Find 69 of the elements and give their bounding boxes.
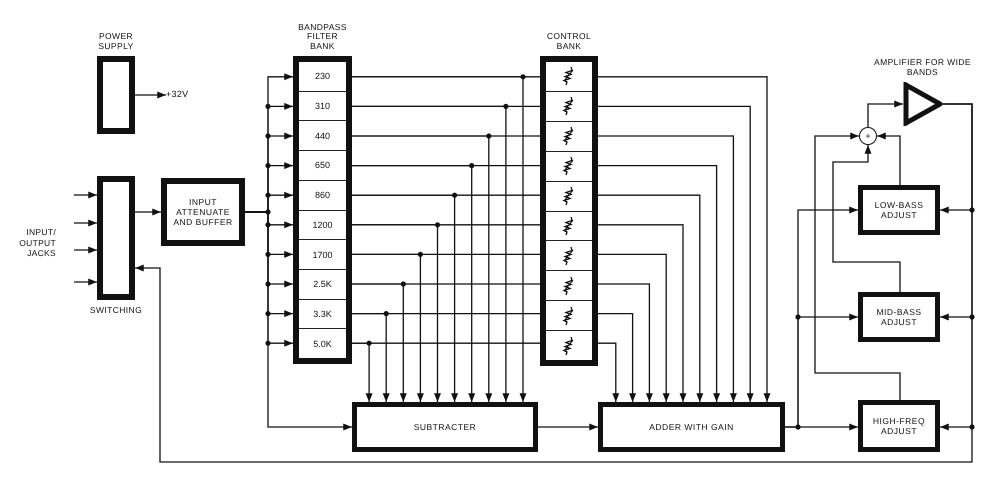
band-frequency: 5.0K (313, 338, 332, 349)
arrow (598, 342, 620, 402)
arrow (74, 192, 97, 198)
arrow (135, 92, 166, 98)
arrow (598, 135, 737, 402)
band-frequency: 860 (314, 190, 330, 200)
band-frequency: 440 (314, 130, 330, 141)
block-heading: POWER SUPPLY (97, 32, 135, 52)
band-frequency: 230 (314, 71, 330, 82)
arrow (352, 76, 526, 402)
arrow (598, 224, 686, 402)
voltage-label: +32V (166, 89, 188, 99)
process-box (598, 402, 785, 452)
arrow (352, 135, 492, 402)
arrow (352, 164, 476, 402)
arrow (598, 194, 704, 402)
block-heading: SWITCHING (90, 306, 142, 316)
arrow (598, 76, 770, 402)
band-frequency: 650 (314, 160, 330, 170)
jacks-label: INPUT/ OUTPUT JACKS (18, 227, 56, 259)
band-frequency: 3.3K (313, 308, 332, 319)
block-label: MID-BASS ADJUST (875, 306, 923, 328)
arrow (598, 164, 720, 402)
bank-cell (546, 182, 592, 212)
arrow (814, 132, 901, 400)
block-heading: CONTROL BANK (546, 32, 592, 52)
arrow (352, 106, 510, 402)
bank-cell (546, 152, 592, 182)
process-box (858, 292, 940, 342)
arrow (352, 224, 441, 402)
bank-cell (299, 300, 346, 330)
band-frequency: 1200 (312, 220, 333, 230)
arrow (352, 342, 373, 402)
arrow (74, 246, 97, 254)
bank-cell (546, 212, 592, 242)
summing-junction: + (859, 127, 877, 145)
arrow (74, 278, 97, 286)
arrow (877, 132, 901, 185)
block-label: ADDER WITH GAIN (648, 422, 735, 432)
arrow (867, 100, 903, 127)
block-label: INPUT ATTENUATE AND BUFFER (172, 196, 234, 228)
block-label: LOW-BASS ADJUST (874, 200, 924, 220)
block-label: HIGH-FREQ ADJUST (872, 416, 926, 436)
band-frequency: 2.5K (313, 279, 332, 290)
arrow (785, 424, 858, 430)
arrow (74, 220, 97, 226)
arrow (598, 283, 653, 402)
process-box (161, 178, 245, 246)
process-box (352, 402, 538, 452)
block-heading: BANDPASS FILTER BANK (297, 22, 348, 52)
block-label: SUBTRACTER (412, 422, 478, 432)
process-box (858, 185, 940, 235)
process-box (858, 400, 940, 452)
band-frequency: 310 (314, 101, 330, 112)
arrow (135, 208, 161, 216)
bank-cell (299, 92, 346, 122)
bank-cell (299, 210, 346, 240)
arrow (832, 145, 901, 292)
arrow (598, 106, 754, 402)
band-frequency: 1700 (312, 250, 333, 260)
arrow (352, 254, 424, 402)
block-heading: AMPLIFIER FOR WIDE BANDS (873, 58, 972, 78)
arrow (135, 103, 973, 463)
arrow (352, 194, 458, 402)
arrow (598, 254, 670, 402)
arrow (538, 424, 598, 430)
arrow (352, 283, 407, 402)
arrow (598, 312, 636, 402)
arrow (352, 312, 390, 402)
